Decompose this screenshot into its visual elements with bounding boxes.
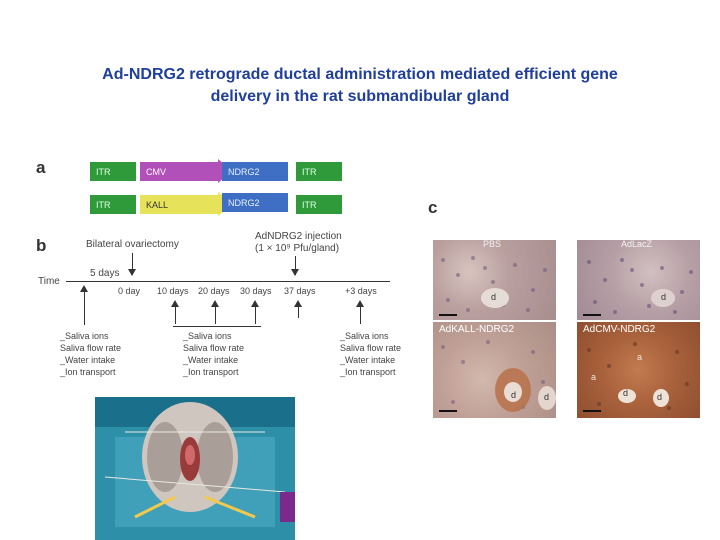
histology-panel-adkall-ndrg2: AdKALL-NDRG2 d d [433,322,556,418]
scale-bar [583,410,601,412]
ndrg2-gene-box: NDRG2 [222,162,288,181]
measure-item: _Ion transport [340,367,396,377]
five-days-label: 5 days [90,268,120,279]
measure-item: Saliva flow rate [60,343,122,353]
itr-right-box: ITR [296,195,342,214]
measure-arrow-icon [80,285,88,325]
cmv-promoter-box: CMV [140,162,218,181]
histology-panel-adlacz: AdLacZ d [577,240,700,320]
measure-item: Saliva flow rate [183,343,245,353]
measure-item: _Water intake [60,355,116,365]
panel-title: AdLacZ [621,240,653,249]
measure-item: _Water intake [183,355,239,365]
slide-title: Ad-NDRG2 retrograde ductal administratio… [40,64,680,108]
measurements-list-a: _Saliva ions Saliva flow rate _Water int… [60,330,121,378]
title-line-1: Ad-NDRG2 retrograde ductal administratio… [102,66,618,83]
duct-marker: d [657,392,663,402]
title-line-2: delivery in the rat submandibular gland [210,88,510,105]
histology-panel-pbs: PBS d [433,240,556,320]
measure-arrow-icon [294,300,302,318]
tick-label: +3 days [345,286,377,296]
tick-label: 37 days [284,286,316,296]
ovariectomy-arrow-icon [128,253,136,276]
scale-bar [439,410,457,412]
time-axis-label: Time [38,276,60,287]
measure-arrow-icon [251,300,259,324]
duct-marker: d [491,292,497,302]
measure-arrow-icon [171,300,179,324]
tick-label: 20 days [198,286,230,296]
measure-item: _Ion transport [60,367,116,377]
panel-title: PBS [483,240,502,249]
injection-arrow-icon [291,256,299,276]
panel-label-a: a [36,158,46,177]
scale-bar [583,314,601,316]
scale-bar [439,314,457,316]
measure-item: _Water intake [340,355,396,365]
rat-surgery-illustration [95,397,295,540]
bracket-line [173,326,261,327]
measure-item: _Saliva ions [60,331,109,341]
measurements-list-b: _Saliva ions Saliva flow rate _Water int… [183,330,244,378]
tick-label: 10 days [157,286,189,296]
measure-arrow-icon [356,300,364,324]
itr-right-box: ITR [296,162,342,181]
panel-title: AdKALL-NDRG2 [439,324,515,335]
panel-label-b: b [36,236,47,255]
kall-promoter-box: KALL [140,195,218,214]
acinus-marker: a [637,352,643,362]
tick-label: 30 days [240,286,272,296]
tissue-texture [441,256,547,312]
injection-dose-label: (1 × 10⁹ Pfu/gland) [255,243,340,254]
tissue-texture [441,340,556,412]
ovariectomy-label: Bilateral ovariectomy [86,239,179,250]
injection-label: AdNDRG2 injection [255,231,342,242]
measure-arrow-icon [211,300,219,324]
measurements-list-c: _Saliva ions Saliva flow rate _Water int… [340,330,401,378]
tissue-texture [587,258,693,314]
ndrg2-gene-box: NDRG2 [222,193,288,212]
duct-marker: d [511,390,517,400]
histology-panel-adcmv-ndrg2: AdCMV-NDRG2 a a d d [577,322,700,418]
itr-left-box: ITR [90,195,136,214]
duct-marker: d [661,292,667,302]
measure-item: _Ion transport [183,367,239,377]
procedure-photo [95,397,295,540]
measure-item: _Saliva ions [183,331,232,341]
acinus-marker: a [591,372,597,382]
panel-title: AdCMV-NDRG2 [583,324,656,335]
measure-item: Saliva flow rate [340,343,402,353]
duct-marker: d [544,392,550,402]
duct-marker: d [623,388,629,398]
itr-left-box: ITR [90,162,136,181]
timeline-axis [66,281,390,282]
tissue-texture [587,342,689,410]
tick-label: 0 day [118,286,141,296]
panel-label-c: c [428,198,438,217]
measure-item: _Saliva ions [340,331,389,341]
